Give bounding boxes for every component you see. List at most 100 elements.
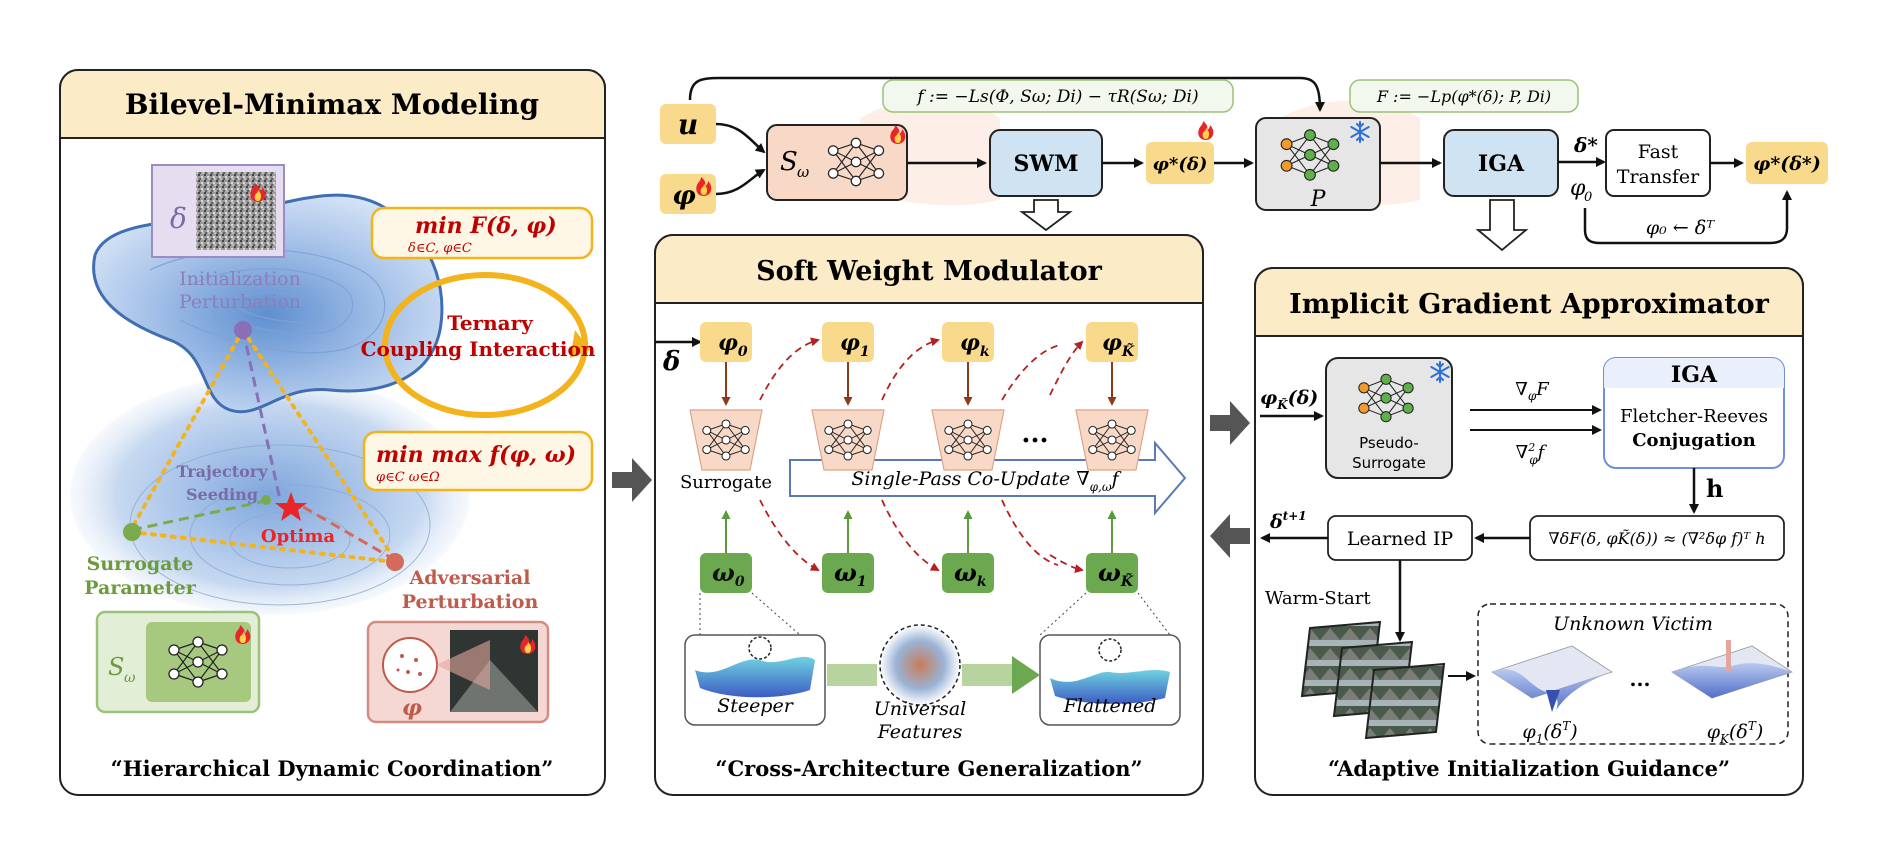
- left-panel-title: Bilevel-Minimax Modeling: [125, 88, 539, 121]
- upper-objective: min F(δ, φ): [415, 213, 557, 239]
- trajectory-label-2: Seeding: [186, 485, 258, 504]
- phi-0: φ0: [718, 330, 748, 360]
- middle-panel-title: Soft Weight Modulator: [756, 256, 1103, 287]
- top-pipeline: u φ S ω f := −Ls(Φ, Sω; Di) − τR(Sω; Di)…: [660, 76, 1828, 252]
- phi-symbol: φ: [402, 695, 422, 721]
- phi-star-node: φ*(δ): [1153, 154, 1208, 175]
- omega-k-subscript: k: [977, 574, 987, 590]
- omega-0: ω0: [712, 558, 745, 590]
- omega-0-symbol: ω: [712, 558, 735, 587]
- coupling-label-2: Coupling Interaction: [361, 337, 596, 361]
- omega-k-symbol: ω: [954, 558, 977, 587]
- delta-input: δ: [662, 347, 680, 377]
- adversarial-label-2: Perturbation: [402, 591, 539, 613]
- flow-arrow: [1210, 514, 1250, 558]
- hess-f-subscript: φ: [1529, 453, 1538, 467]
- surrogate-parameter-label-2: Parameter: [84, 577, 196, 599]
- victim-k-symbol: φ: [1707, 721, 1721, 743]
- phi-k-delta-input: φK̃(δ): [1260, 387, 1318, 412]
- iga-box-title: IGA: [1671, 362, 1718, 388]
- left-panel-caption: “Hierarchical Dynamic Coordination”: [111, 756, 554, 781]
- flow-arrow: [612, 458, 652, 502]
- phi-k-delta-subscript: K̃: [1276, 397, 1288, 412]
- middle-panel-caption: “Cross-Architecture Generalization”: [715, 756, 1142, 781]
- swm-node: SWM: [1014, 151, 1079, 177]
- u-symbol: u: [678, 108, 698, 141]
- s-omega-symbol: S: [108, 653, 124, 681]
- phi-1-symbol: φ: [840, 330, 860, 356]
- fire-icon: [1198, 121, 1214, 140]
- phi-0-symbol: φ: [718, 330, 738, 356]
- omega-1-subscript: 1: [857, 574, 867, 590]
- delta-next-label: δt+1: [1269, 509, 1307, 533]
- surrogate-net-0: [690, 410, 762, 470]
- pseudo-surrogate-line-1: Pseudo-: [1359, 434, 1419, 452]
- omega-k: ωk: [954, 558, 987, 590]
- omega-0-subscript: 0: [735, 574, 745, 590]
- universal-label-1: Universal: [874, 698, 967, 720]
- surrogate-label: Surrogate: [680, 472, 772, 493]
- right-panel: Implicit Gradient Approximator φK̃(δ) Ps…: [1254, 267, 1804, 796]
- phi-k-delta-argument: (δ): [1288, 387, 1319, 409]
- co-update-f: f: [1110, 468, 1122, 490]
- flattened-label: Flattened: [1063, 695, 1157, 717]
- phi-k: φk: [960, 330, 990, 360]
- victim-surface-1: [1491, 645, 1613, 712]
- approx-formula: ∇δF(δ, φK̃(δ)) ≈ (∇²δφ f)ᵀ h: [1548, 529, 1765, 548]
- surrogate-parameter-label-1: Surrogate: [87, 553, 194, 575]
- surrogate-net-k: [932, 410, 1004, 470]
- victim-k-superscript: T: [1748, 719, 1757, 733]
- surrogate-net-K: [1076, 410, 1148, 470]
- delta-symbol: δ: [170, 202, 187, 235]
- omega-1: ω1: [834, 558, 867, 590]
- coupling-label-1: Ternary: [447, 311, 534, 335]
- victim-1-label: φ1(δT): [1522, 719, 1577, 746]
- victim-k-close: ): [1755, 721, 1763, 743]
- surrogate-net-1: [812, 410, 884, 470]
- hess-f-superscript: 2: [1527, 441, 1535, 454]
- trajectory-label-1: Trajectory: [176, 462, 268, 481]
- phi-input-symbol: φ: [672, 181, 696, 211]
- phi0-label: φ: [1570, 176, 1586, 201]
- phi0-label-subscript: 0: [1584, 190, 1592, 205]
- phi-1: φ1: [840, 330, 870, 360]
- right-panel-title: Implicit Gradient Approximator: [1289, 289, 1770, 320]
- victim-k-argument: (δ: [1729, 721, 1748, 743]
- s-omega-node: S: [780, 147, 798, 177]
- phi-K: φK̃: [1102, 330, 1135, 360]
- adversarial-label-1: Adversarial: [409, 567, 531, 589]
- ellipsis: ...: [1021, 419, 1048, 449]
- delta-next-symbol: δ: [1269, 511, 1283, 533]
- victim-1-superscript: T: [1562, 719, 1571, 733]
- phi-K-subscript: K̃: [1121, 342, 1135, 360]
- perturbation-label: Perturbation: [179, 291, 301, 313]
- learned-ip-label: Learned IP: [1347, 528, 1453, 550]
- grad-F-function: F: [1535, 379, 1550, 400]
- victim-k-label: φK(δT): [1707, 719, 1764, 746]
- lower-objective-subscript: φ∈C ω∈Ω: [376, 470, 440, 485]
- omega-1-symbol: ω: [834, 558, 857, 587]
- fast-transfer-line-2: Transfer: [1617, 166, 1700, 188]
- upper-objective-subscript: δ∈C, φ∈C: [408, 241, 472, 256]
- fletcher-reeves-label: Fletcher-Reeves: [1620, 406, 1768, 427]
- star-icon: [275, 492, 307, 521]
- conjugation-label: Conjugation: [1632, 430, 1756, 451]
- flow-arrow: [1210, 401, 1250, 445]
- F-definition: F := −Lp(φ*(δ); P, Di): [1376, 87, 1551, 106]
- s-omega-node-subscript: ω: [797, 163, 809, 181]
- reset-formula: φ₀ ← δᵀ: [1646, 217, 1715, 239]
- grad-F-subscript: φ: [1528, 389, 1537, 403]
- optima-label: Optima: [261, 526, 335, 547]
- victim-surface-k: [1671, 640, 1793, 699]
- h-symbol: h: [1706, 474, 1723, 503]
- co-update-text: Single-Pass Co-Update ∇: [851, 468, 1089, 490]
- omega-K-subscript: K̃: [1120, 572, 1134, 590]
- initialization-label: Initialization: [179, 268, 301, 290]
- left-panel: Bilevel-Minimax Modeling δ Initializatio…: [59, 69, 606, 796]
- delta-star-label: δ*: [1573, 133, 1598, 157]
- p-symbol: P: [1310, 187, 1327, 212]
- fast-transfer-line-1: Fast: [1638, 141, 1679, 163]
- universal-label-2: Features: [877, 721, 963, 743]
- warm-start-images: [1300, 620, 1446, 740]
